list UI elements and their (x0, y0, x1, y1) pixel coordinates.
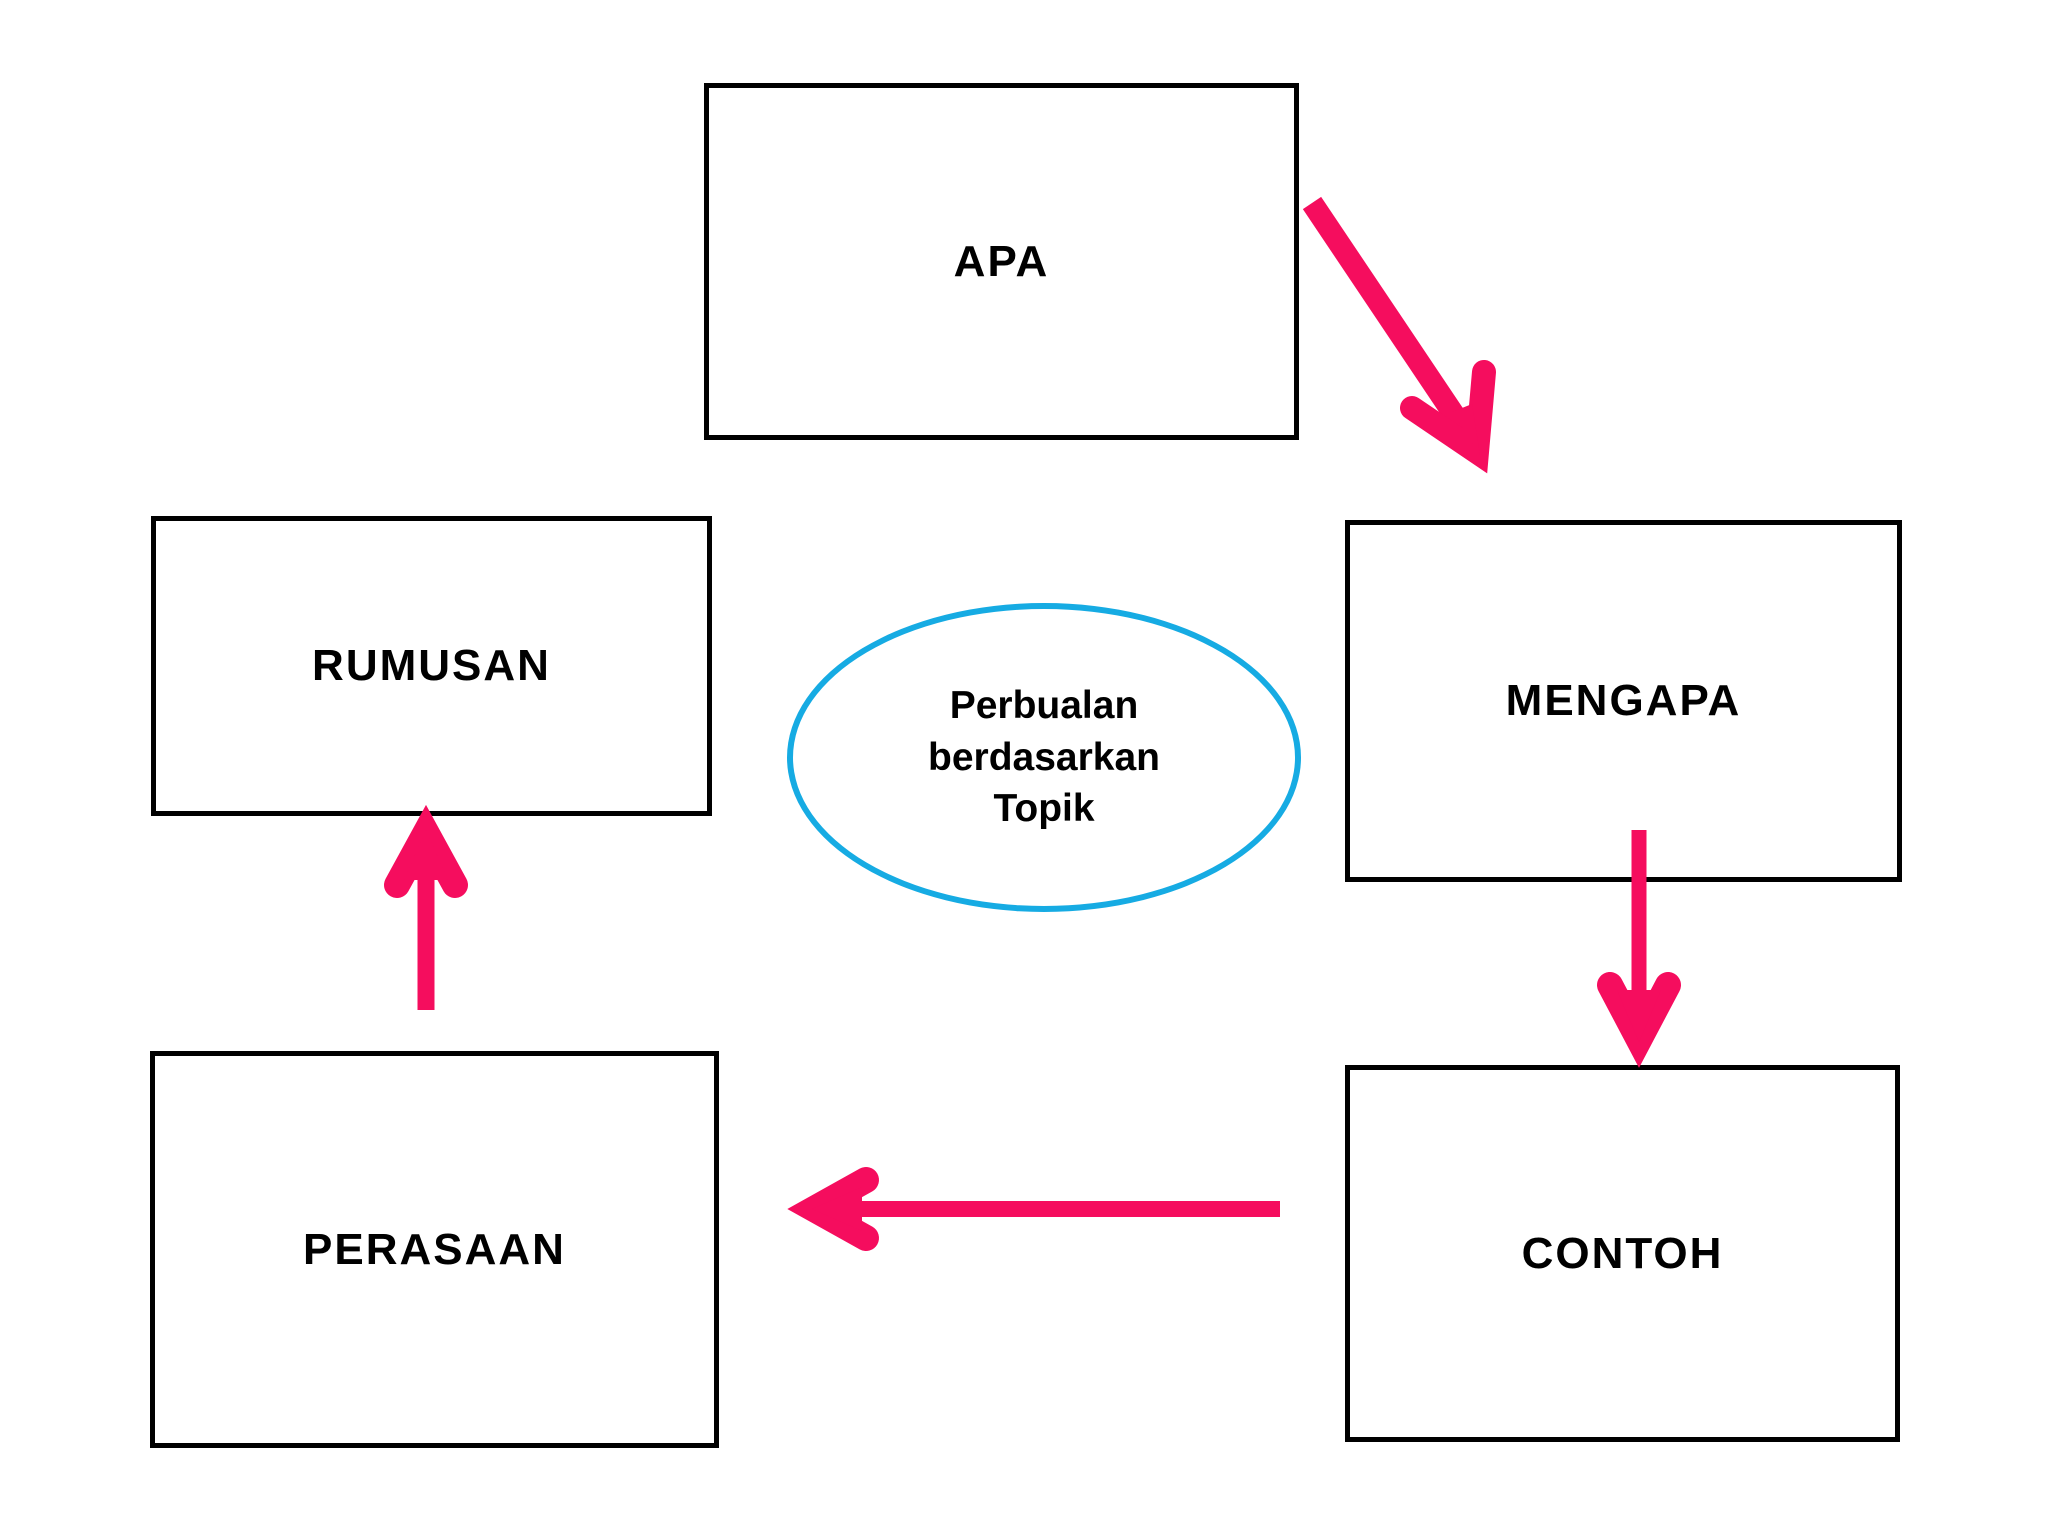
arrow-perasaan-to-rumusan (384, 804, 468, 1010)
node-box-rumusan[interactable]: RUMUSAN (151, 516, 712, 816)
center-ellipse-label: Perbualan berdasarkan Topik (906, 680, 1182, 834)
node-box-perasaan[interactable]: PERASAAN (150, 1051, 719, 1448)
arrow-head-perasaan-to-rumusan (384, 804, 468, 898)
node-box-apa[interactable]: APA (704, 83, 1299, 440)
arrow-head-mengapa-to-contoh (1597, 972, 1681, 1068)
arrow-tip-fill-perasaan-to-rumusan (404, 830, 448, 880)
center-ellipse-line-2: berdasarkan (928, 735, 1160, 779)
node-label-contoh: CONTOH (1521, 1228, 1724, 1278)
arrow-head-contoh-to-perasaan (787, 1167, 879, 1251)
arrow-head-apa-to-mengapa (1400, 360, 1496, 474)
node-label-apa: APA (953, 236, 1050, 286)
center-ellipse-line-3: Topik (993, 787, 1095, 831)
arrow-apa-to-mengapa (1302, 196, 1496, 474)
arrow-contoh-to-perasaan (787, 1167, 1280, 1251)
node-label-mengapa: MENGAPA (1505, 676, 1742, 725)
node-label-perasaan: PERASAAN (303, 1224, 566, 1274)
node-label-rumusan: RUMUSAN (312, 641, 551, 690)
arrow-shaft-apa-to-mengapa (1302, 196, 1473, 435)
arrow-tip-fill-contoh-to-perasaan (812, 1187, 862, 1231)
node-box-contoh[interactable]: CONTOH (1345, 1065, 1900, 1442)
center-ellipse-line-1: Perbualan (949, 684, 1139, 728)
arrow-tip-fill-apa-to-mengapa (1452, 404, 1480, 455)
center-ellipse-topic[interactable]: Perbualan berdasarkan Topik (787, 603, 1301, 912)
arrow-tip-fill-mengapa-to-contoh (1617, 990, 1661, 1042)
node-box-mengapa[interactable]: MENGAPA (1345, 520, 1902, 882)
